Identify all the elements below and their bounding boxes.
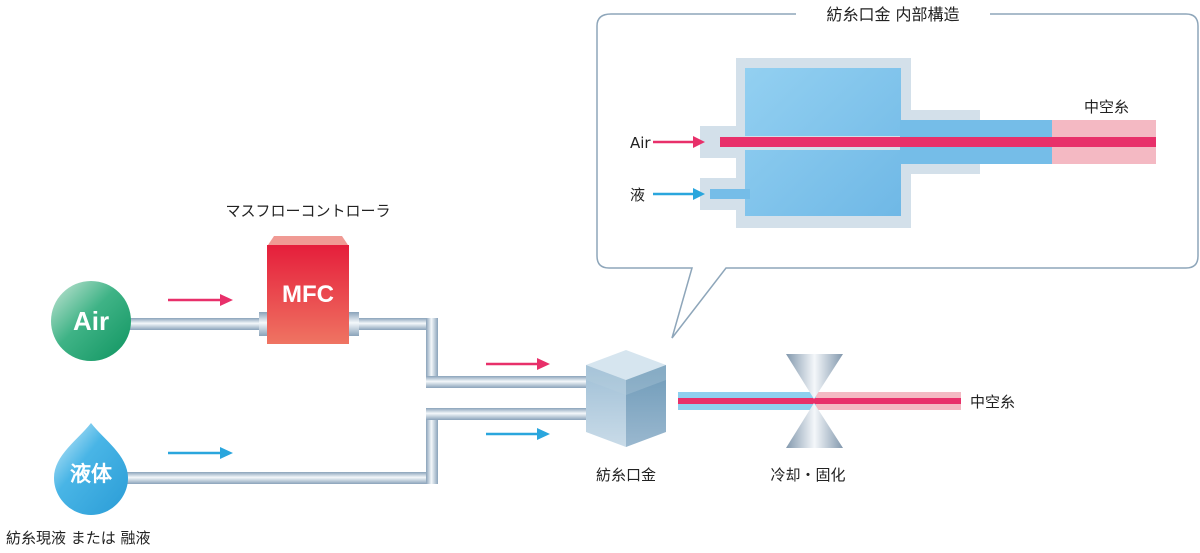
- output-fiber: [678, 392, 961, 410]
- liquid-pipe: [125, 408, 592, 484]
- air-pipe: [125, 318, 592, 388]
- air-inlet-arrow: [486, 358, 550, 370]
- liquid-source-label: 液体: [70, 462, 113, 486]
- mfc-label: MFC: [282, 281, 334, 308]
- mfc-caption: マスフローコントローラ: [225, 202, 390, 220]
- callout-title: 紡糸口金 内部構造: [826, 5, 959, 24]
- callout-liquid-arrow: [653, 188, 705, 200]
- liquid-flow-arrow: [168, 447, 233, 459]
- air-flow-arrow: [168, 294, 233, 306]
- spinneret-cross-section: [700, 58, 1156, 228]
- cooling-caption: 冷却・固化: [770, 466, 845, 484]
- cooling-zone: 冷却・固化: [770, 354, 846, 484]
- callout-box: 紡糸口金 内部構造 Air 液 中空糸: [596, 5, 1199, 339]
- mass-flow-controller: マスフローコントローラ MFC: [225, 202, 391, 344]
- callout-liquid-label: 液: [630, 186, 645, 204]
- upper-cone: [786, 354, 843, 399]
- output-label: 中空糸: [970, 393, 1015, 411]
- callout-air-label: Air: [630, 134, 651, 152]
- lower-cone: [786, 403, 843, 448]
- air-source-label: Air: [73, 306, 109, 336]
- callout-output-label: 中空糸: [1084, 98, 1129, 116]
- spinneret: 紡糸口金: [586, 350, 666, 484]
- spinneret-caption: 紡糸口金: [596, 466, 656, 484]
- callout-air-arrow: [653, 136, 705, 148]
- liquid-source-caption: 紡糸現液 または 融液: [6, 529, 151, 547]
- liquid-source: 液体 紡糸現液 または 融液: [6, 423, 151, 547]
- air-core-line: [720, 137, 1156, 147]
- liquid-inlet-arrow: [486, 428, 550, 440]
- air-source: Air: [51, 281, 131, 361]
